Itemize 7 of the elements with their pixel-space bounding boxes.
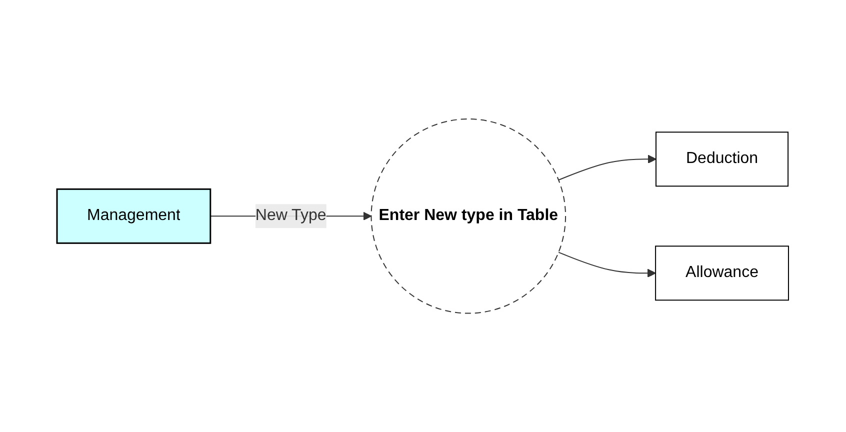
arrow <box>558 252 656 278</box>
node-box: Allowance <box>655 246 790 300</box>
arrow <box>558 154 657 180</box>
node-box: Management <box>56 188 212 244</box>
node-box: Deduction <box>656 132 789 186</box>
node-circle: Enter New type in Table <box>371 118 566 314</box>
edge-label: New Type <box>256 206 326 224</box>
